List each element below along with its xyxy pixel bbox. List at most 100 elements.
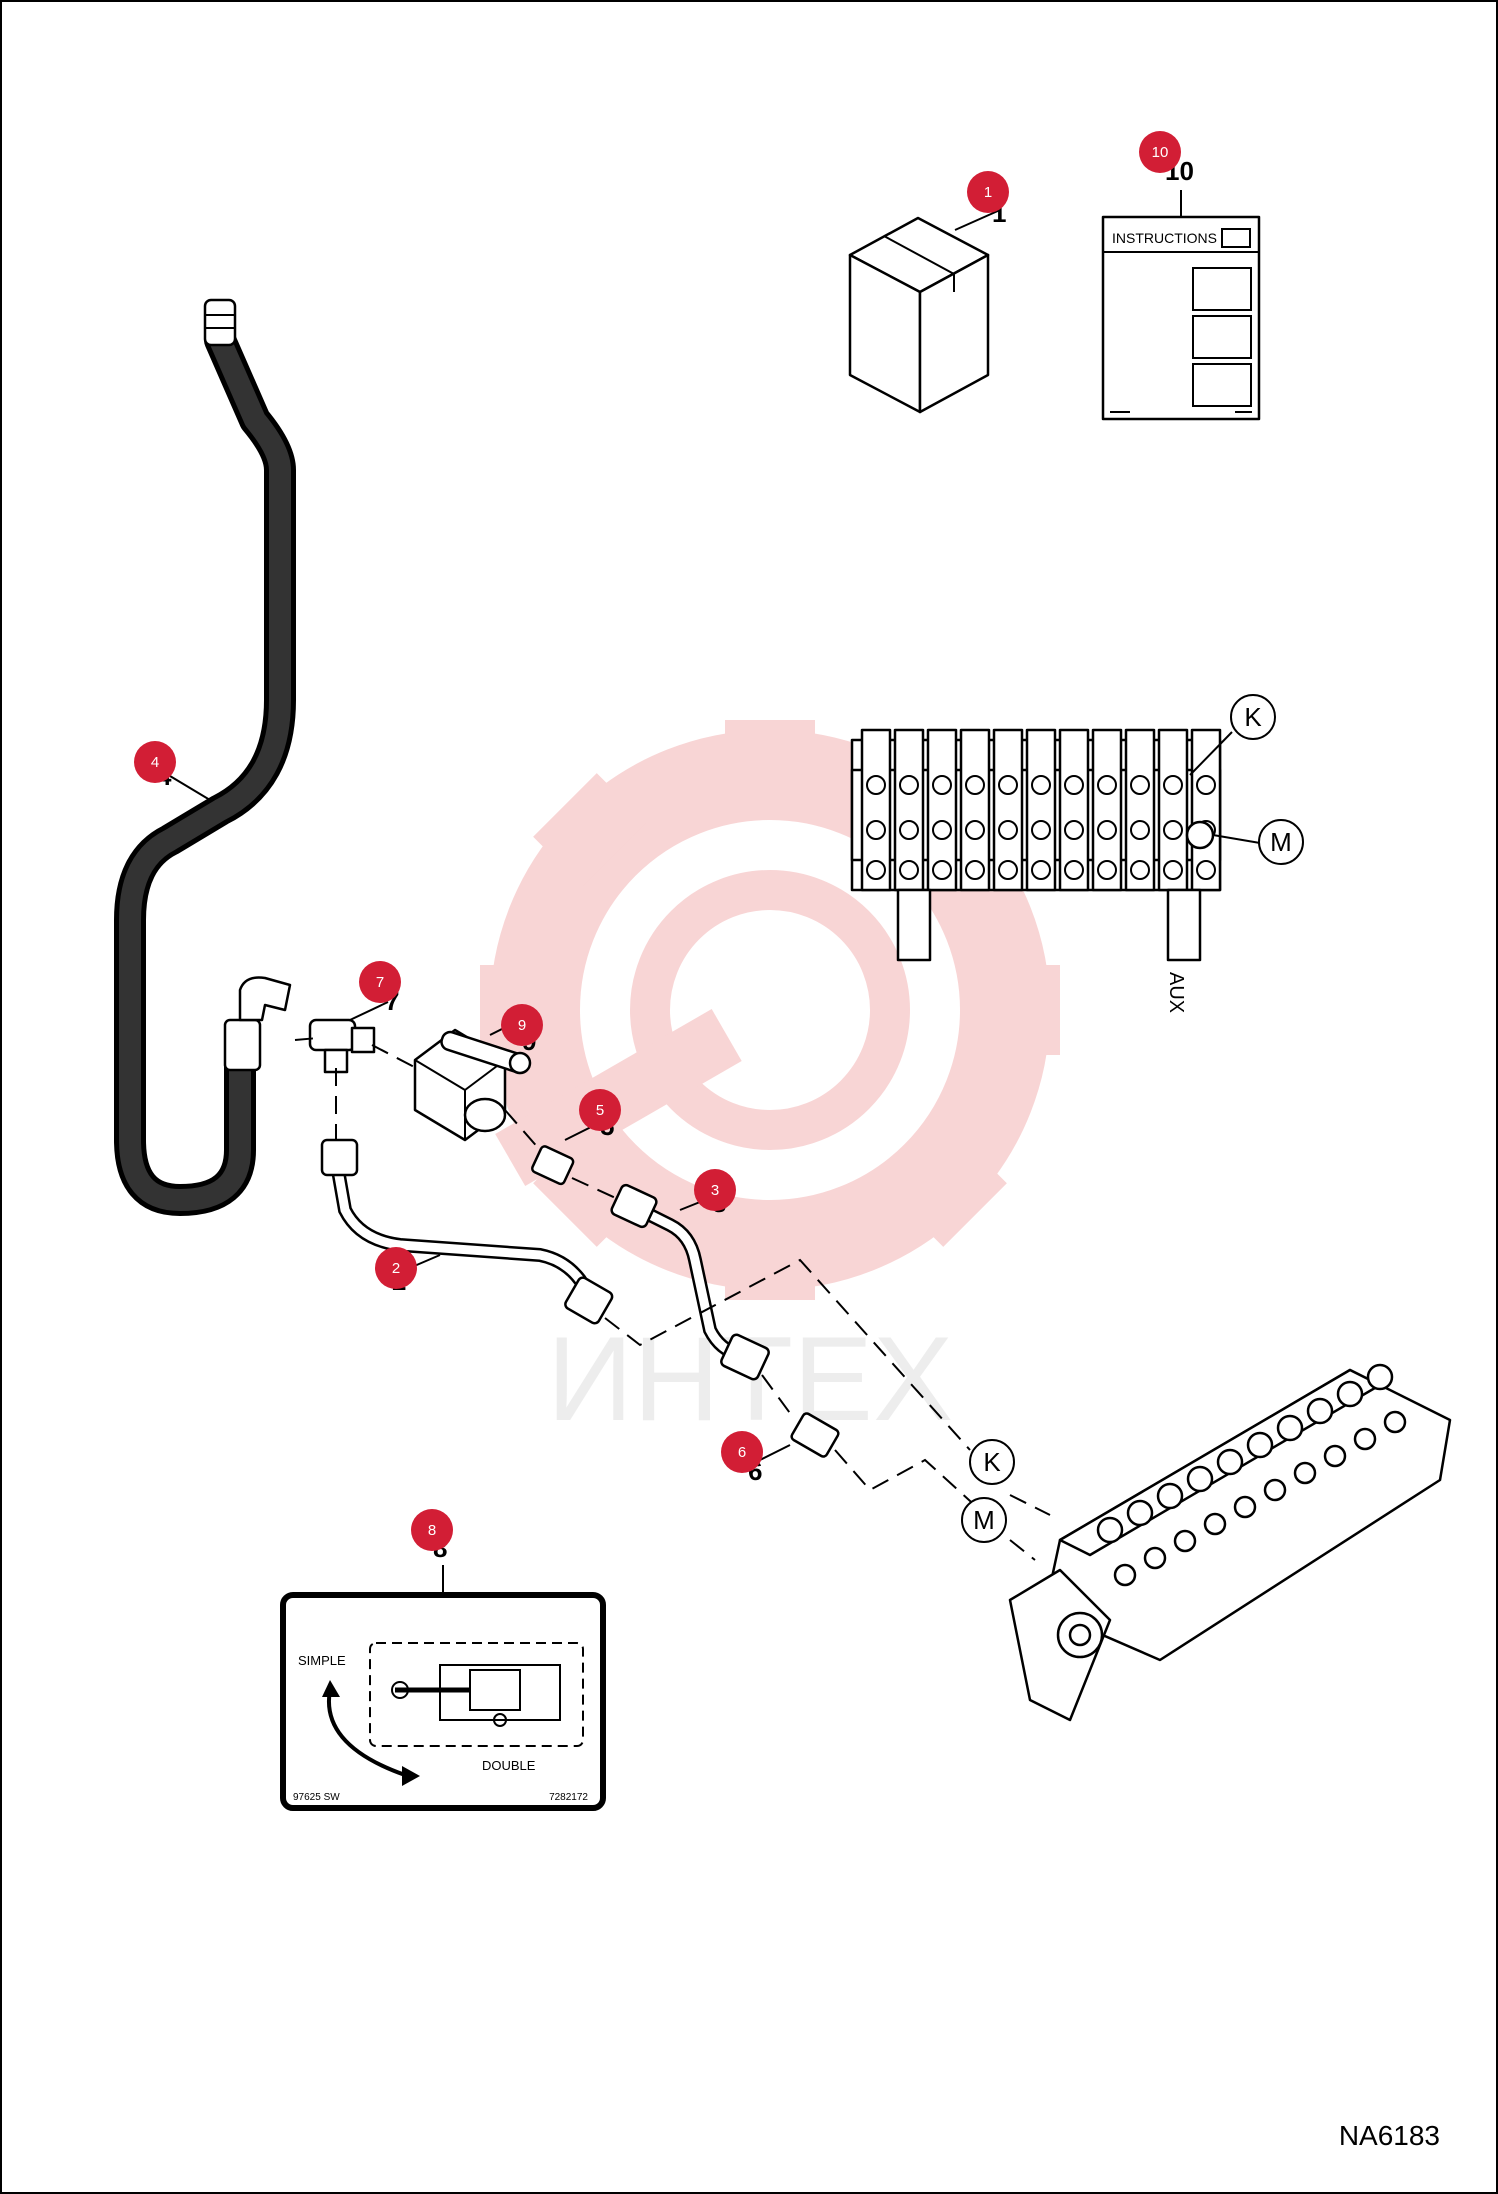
valve-port xyxy=(1163,860,1183,880)
callout-badge-circle[interactable] xyxy=(359,961,401,1003)
callout-badge-10[interactable]: 10 xyxy=(1139,131,1181,173)
part-adapter-6 xyxy=(759,1412,840,1461)
diagram-code: NA6183 xyxy=(1339,2120,1440,2151)
decal-code-left: 97625 SW xyxy=(293,1792,340,1803)
port-k-lower: K xyxy=(983,1447,1001,1477)
callout-badge-number[interactable]: 1 xyxy=(984,184,992,201)
callout-badge-circle[interactable] xyxy=(1139,131,1181,173)
assembly-lines xyxy=(294,1037,1051,1561)
valve-port xyxy=(1196,860,1216,880)
callout-badge-number[interactable]: 3 xyxy=(711,1182,719,1199)
iso-valve-port xyxy=(1203,1512,1227,1536)
port-callouts-lower: K M xyxy=(961,1439,1015,1543)
callout-badges[interactable]: 1 2 3 4 5 6 7 8 9 10 xyxy=(134,131,1181,1551)
valve-port xyxy=(1163,820,1183,840)
callout-badge-circle[interactable] xyxy=(694,1169,736,1211)
callout-badge-number[interactable]: 4 xyxy=(151,754,159,771)
valve-port xyxy=(932,775,952,795)
valve-port xyxy=(1064,860,1084,880)
iso-valve-port xyxy=(1096,1516,1124,1544)
iso-valve-port xyxy=(1306,1397,1334,1425)
iso-valve-port xyxy=(1323,1444,1347,1468)
valve-port xyxy=(1031,775,1051,795)
callout-badge-7[interactable]: 7 xyxy=(359,961,401,1003)
valve-port xyxy=(1097,860,1117,880)
callout-badge-2[interactable]: 2 xyxy=(375,1247,417,1289)
valve-port xyxy=(1097,775,1117,795)
callout-badge-8[interactable]: 8 xyxy=(411,1509,453,1551)
valve-port xyxy=(899,860,919,880)
callout-badge-5[interactable]: 5 xyxy=(579,1089,621,1131)
valve-port xyxy=(899,820,919,840)
valve-section xyxy=(959,728,991,892)
valve-section xyxy=(1124,728,1156,892)
valve-port xyxy=(1130,775,1150,795)
valve-port xyxy=(866,775,886,795)
callout-badge-number[interactable]: 5 xyxy=(596,1102,604,1119)
valve-section xyxy=(860,728,892,892)
valve-port xyxy=(866,860,886,880)
valve-port xyxy=(1097,820,1117,840)
callout-badge-number[interactable]: 2 xyxy=(392,1260,400,1277)
iso-valve-port xyxy=(1233,1495,1257,1519)
iso-valve-port xyxy=(1113,1563,1137,1587)
part-tee-fitting xyxy=(308,1001,389,1074)
callout-badge-number[interactable]: 7 xyxy=(376,974,384,991)
valve-port xyxy=(932,860,952,880)
callout-badge-circle[interactable] xyxy=(967,171,1009,213)
callout-badge-circle[interactable] xyxy=(411,1509,453,1551)
port-aux-label: AUX xyxy=(1165,972,1187,1013)
part-tube-3 xyxy=(610,1183,770,1381)
valve-port xyxy=(965,860,985,880)
decal-code-right: 7282172 xyxy=(549,1792,588,1803)
callout-badge-4[interactable]: 4 xyxy=(134,741,176,783)
port-k-upper: K xyxy=(1244,702,1262,732)
part-decal: SIMPLE DOUBLE 97625 SW 7282172 xyxy=(280,1565,606,1811)
valve-port xyxy=(899,775,919,795)
callout-badge-circle[interactable] xyxy=(134,741,176,783)
callout-badge-3[interactable]: 3 xyxy=(694,1169,736,1211)
control-valve-isometric xyxy=(1008,1363,1452,1722)
valve-port xyxy=(1196,775,1216,795)
valve-port xyxy=(932,820,952,840)
instructions-title: INSTRUCTIONS xyxy=(1112,230,1217,246)
iso-valve-port xyxy=(1383,1410,1407,1434)
port-m-upper: M xyxy=(1270,827,1292,857)
iso-valve-port xyxy=(1216,1448,1244,1476)
callout-badge-circle[interactable] xyxy=(579,1089,621,1131)
control-valve-top-view: K M AUX xyxy=(850,694,1304,1013)
callout-badge-number[interactable]: 9 xyxy=(518,1017,526,1034)
part-instructions-sheet: INSTRUCTIONS xyxy=(1101,190,1261,421)
decal-double-label: DOUBLE xyxy=(482,1758,536,1773)
iso-valve-port xyxy=(1293,1461,1317,1485)
valve-port xyxy=(1031,860,1051,880)
callout-badge-number[interactable]: 10 xyxy=(1152,144,1169,161)
callout-badge-9[interactable]: 9 xyxy=(501,1004,543,1046)
callout-badge-circle[interactable] xyxy=(375,1247,417,1289)
callout-badge-circle[interactable] xyxy=(501,1004,543,1046)
callout-badge-circle[interactable] xyxy=(721,1431,763,1473)
iso-valve-port xyxy=(1353,1427,1377,1451)
callout-badge-1[interactable]: 1 xyxy=(967,171,1009,213)
callout-badge-number[interactable]: 8 xyxy=(428,1522,436,1539)
iso-valve-port xyxy=(1126,1499,1154,1527)
valve-port xyxy=(1064,775,1084,795)
part-ball-valve xyxy=(413,1019,532,1142)
iso-valve-port xyxy=(1336,1380,1364,1408)
callout-badge-number[interactable]: 6 xyxy=(738,1444,746,1461)
valve-port xyxy=(998,860,1018,880)
port-m-lower: M xyxy=(973,1505,995,1535)
callout-badge-6[interactable]: 6 xyxy=(721,1431,763,1473)
decal-simple-label: SIMPLE xyxy=(298,1653,346,1668)
valve-port xyxy=(998,775,1018,795)
iso-valve-port xyxy=(1186,1465,1214,1493)
watermark-gear: ИНТЕХ xyxy=(480,720,1060,1446)
valve-port xyxy=(1130,860,1150,880)
valve-section xyxy=(1025,728,1057,892)
iso-valve-port xyxy=(1156,1482,1184,1510)
iso-valve-port xyxy=(1246,1431,1274,1459)
valve-port xyxy=(1064,820,1084,840)
iso-valve-port xyxy=(1366,1363,1394,1391)
valve-port xyxy=(1163,775,1183,795)
